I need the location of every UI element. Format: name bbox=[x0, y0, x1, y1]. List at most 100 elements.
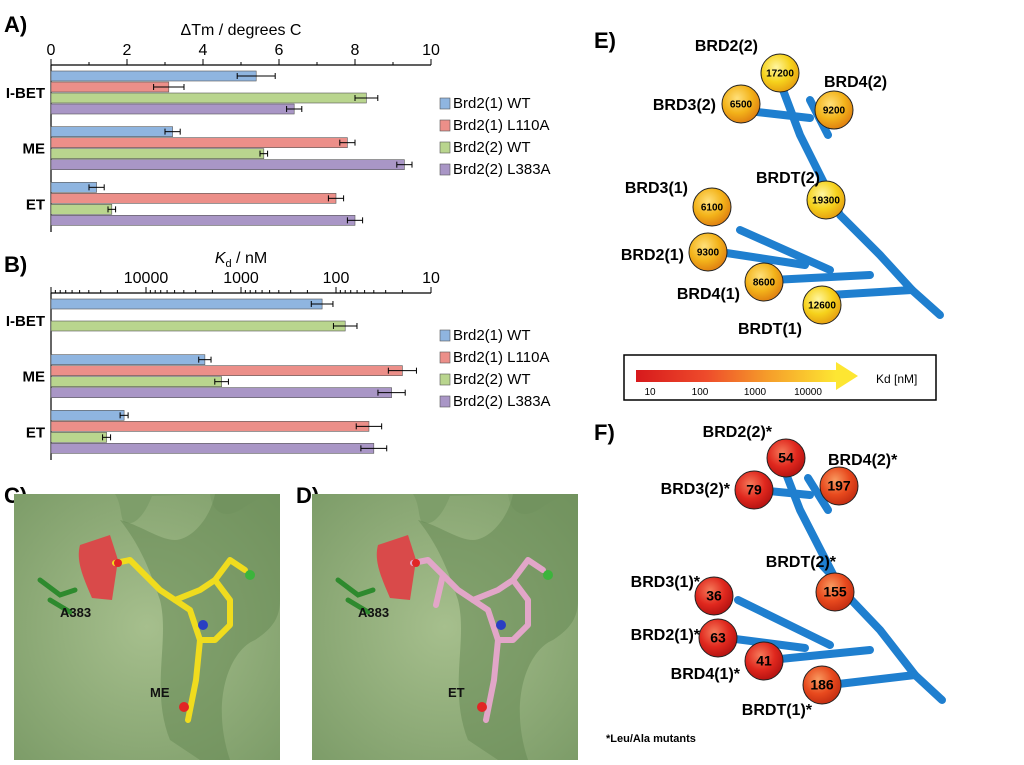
legend-entry: Brd2(2) WT bbox=[453, 139, 531, 156]
ligand-label: ET bbox=[448, 685, 465, 700]
node-value: 155 bbox=[823, 584, 847, 600]
x-tick-label: 6 bbox=[275, 42, 284, 59]
node-value: 54 bbox=[778, 450, 794, 466]
node-value: 197 bbox=[827, 478, 851, 494]
node-label: BRD4(1) bbox=[677, 286, 740, 303]
bar bbox=[50, 103, 295, 115]
tree-node bbox=[744, 641, 784, 681]
panel-c-structure: A383 ME bbox=[14, 494, 280, 760]
tree-node bbox=[744, 262, 784, 302]
panel-label-e: E) bbox=[594, 28, 616, 53]
x-tick-label: 2 bbox=[123, 42, 132, 59]
ligand-chlorine bbox=[245, 570, 255, 580]
node-value: 12600 bbox=[808, 300, 836, 311]
node-label: BRD3(1)* bbox=[631, 574, 701, 591]
bar bbox=[50, 193, 337, 204]
x-tick-label: 10000 bbox=[124, 270, 169, 287]
x-axis-title: Kd / nM bbox=[215, 250, 267, 270]
footnote: *Leu/Ala mutants bbox=[606, 733, 696, 745]
node-label: BRD3(2) bbox=[653, 97, 716, 114]
legend-swatch bbox=[439, 329, 451, 342]
node-value: 6500 bbox=[730, 99, 753, 110]
bar bbox=[50, 70, 257, 82]
bar bbox=[50, 215, 356, 226]
category-label: I-BET bbox=[6, 313, 45, 330]
ligand-nitrogen bbox=[496, 620, 506, 630]
category-label: ME bbox=[23, 369, 46, 386]
tree-f-nodes: 54BRD2(2)*197BRD4(2)*79BRD3(2)*155BRDT(2… bbox=[631, 424, 898, 719]
ligand-label: ME bbox=[150, 685, 170, 700]
node-label: BRD3(2)* bbox=[661, 481, 731, 498]
legend-swatch bbox=[439, 395, 451, 408]
node-label: BRD4(1)* bbox=[671, 666, 741, 683]
legend-entry: Brd2(1) L110A bbox=[453, 117, 549, 134]
tree-node bbox=[766, 438, 806, 478]
bar bbox=[50, 432, 107, 443]
ligand-chlorine bbox=[543, 570, 553, 580]
legend-swatch bbox=[439, 373, 451, 386]
residue-label: A383 bbox=[60, 605, 91, 620]
legend-swatch bbox=[439, 163, 451, 176]
ligand-oxygen bbox=[477, 702, 487, 712]
bar bbox=[50, 410, 125, 421]
bar bbox=[50, 376, 222, 387]
colorbar-tick: 100 bbox=[692, 387, 709, 398]
tree-node bbox=[721, 84, 761, 124]
panel-label-f: F) bbox=[594, 420, 615, 445]
category-label: ET bbox=[26, 424, 45, 441]
tree-node bbox=[734, 470, 774, 510]
ligand-sticks bbox=[410, 557, 546, 723]
node-label: BRD3(1) bbox=[625, 180, 688, 197]
mutant-patch bbox=[78, 535, 118, 600]
bar bbox=[50, 298, 323, 310]
x-tick-label: 100 bbox=[323, 270, 350, 287]
node-value: 36 bbox=[706, 588, 722, 604]
legend-entry: Brd2(2) L383A bbox=[453, 393, 551, 410]
bar bbox=[50, 443, 375, 454]
colorbar-gradient bbox=[636, 370, 836, 382]
x-tick-label: 10 bbox=[422, 42, 440, 59]
tree-node bbox=[698, 618, 738, 658]
tree-node bbox=[819, 466, 859, 506]
colorbar-arrow bbox=[836, 362, 858, 390]
bar bbox=[50, 320, 346, 332]
legend-entry: Brd2(1) WT bbox=[453, 327, 531, 344]
bar bbox=[50, 387, 392, 398]
bar bbox=[50, 126, 173, 137]
colorbar-tick: 10 bbox=[644, 387, 656, 398]
x-tick-label: 1000 bbox=[223, 270, 259, 287]
tree-node bbox=[814, 90, 854, 130]
node-label: BRD2(1) bbox=[621, 247, 684, 264]
node-value: 63 bbox=[710, 630, 726, 646]
node-label: BRDT(1)* bbox=[742, 702, 813, 719]
bar bbox=[50, 421, 370, 432]
panel-label-a: A) bbox=[4, 12, 27, 37]
residue-label: A383 bbox=[358, 605, 389, 620]
colorbar-tick: 10000 bbox=[794, 387, 822, 398]
tree-node bbox=[694, 576, 734, 616]
legend-entry: Brd2(1) L110A bbox=[453, 349, 549, 366]
node-label: BRD2(2) bbox=[695, 38, 758, 55]
ligand-oxygen-2 bbox=[412, 559, 420, 567]
mutant-patch bbox=[376, 535, 416, 600]
category-label: ME bbox=[23, 141, 46, 158]
x-tick-label: 4 bbox=[199, 42, 208, 59]
node-label: BRDT(2) bbox=[756, 170, 820, 187]
ligand-oxygen-2 bbox=[114, 559, 122, 567]
tree-node bbox=[802, 665, 842, 705]
bar bbox=[50, 204, 113, 215]
node-label: BRD4(2) bbox=[824, 74, 887, 91]
tree-node bbox=[760, 53, 800, 93]
node-value: 8600 bbox=[753, 277, 776, 288]
node-value: 9300 bbox=[697, 247, 720, 258]
x-tick-label: 10 bbox=[422, 270, 440, 287]
x-tick-label: 0 bbox=[47, 42, 56, 59]
node-label: BRDT(1) bbox=[738, 321, 802, 338]
node-label: BRD2(1)* bbox=[631, 627, 701, 644]
tree-node bbox=[806, 180, 846, 220]
bar bbox=[50, 159, 405, 170]
colorbar-tick: 1000 bbox=[744, 387, 767, 398]
panel-d-structure: A383 ET bbox=[312, 494, 578, 760]
